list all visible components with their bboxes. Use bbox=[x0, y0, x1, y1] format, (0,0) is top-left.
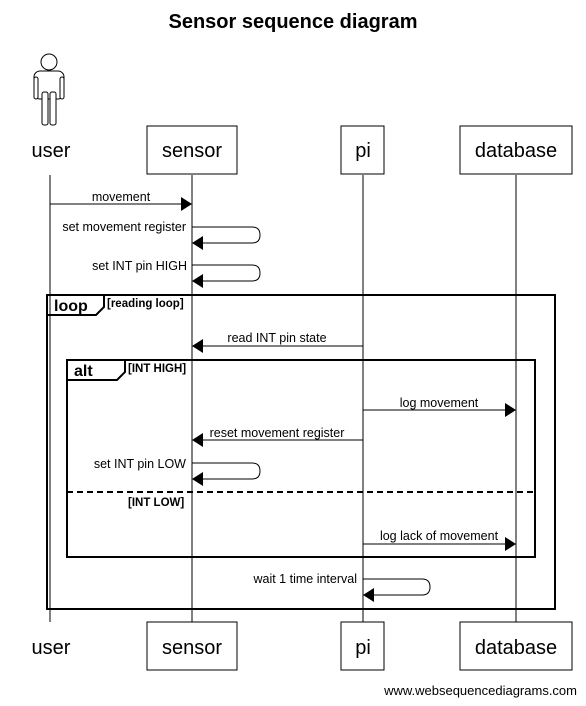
participant-sensor-bottom: sensor bbox=[162, 637, 222, 659]
message-log-movement: log movement bbox=[363, 396, 516, 417]
participant-database-top-box bbox=[459, 125, 573, 175]
participant-sensor-top: sensor bbox=[162, 140, 222, 162]
svg-text:reset movement register: reset movement register bbox=[210, 426, 345, 440]
message-read-int-pin-state: read INT pin state bbox=[192, 331, 363, 353]
participant-user-top: user bbox=[32, 140, 71, 162]
alt-frame-condition-low: [INT LOW] bbox=[128, 497, 184, 509]
message-reset-movement-register: reset movement register bbox=[192, 426, 363, 447]
svg-text:set INT pin HIGH: set INT pin HIGH bbox=[92, 259, 187, 273]
svg-text:set INT pin LOW: set INT pin LOW bbox=[94, 457, 186, 471]
svg-text:read INT pin state: read INT pin state bbox=[227, 331, 326, 345]
svg-text:movement: movement bbox=[92, 190, 151, 204]
participant-pi-bottom: pi bbox=[355, 637, 371, 659]
alt-frame-tag: alt bbox=[74, 363, 93, 380]
participant-pi-top: pi bbox=[355, 140, 371, 162]
participant-sensor-bottom-box bbox=[146, 621, 238, 671]
participant-pi-bottom-box bbox=[340, 621, 385, 671]
participant-pi-top-box bbox=[340, 125, 385, 175]
alt-frame: alt [INT HIGH] [INT LOW] bbox=[66, 359, 536, 558]
loop-frame-tag: loop bbox=[54, 298, 88, 315]
message-movement: movement bbox=[50, 190, 192, 211]
message-set-int-pin-high: set INT pin HIGH bbox=[92, 259, 261, 288]
participant-sensor-top-box bbox=[146, 125, 238, 175]
loop-frame: loop [reading loop] bbox=[46, 294, 556, 610]
message-set-movement-register: set movement register bbox=[62, 220, 261, 250]
svg-text:set movement register: set movement register bbox=[62, 220, 186, 234]
participant-database-bottom-box bbox=[459, 621, 573, 671]
diagram-title: Sensor sequence diagram bbox=[169, 11, 418, 33]
svg-text:log lack of movement: log lack of movement bbox=[380, 529, 499, 543]
participant-user-bottom: user bbox=[32, 637, 71, 659]
alt-frame-condition-high: [INT HIGH] bbox=[128, 363, 186, 375]
loop-frame-condition: [reading loop] bbox=[107, 298, 184, 310]
message-set-int-pin-low: set INT pin LOW bbox=[94, 457, 261, 486]
participant-database-bottom: database bbox=[475, 637, 557, 659]
user-actor-icon bbox=[33, 53, 65, 126]
participant-database-top: database bbox=[475, 140, 557, 162]
svg-text:wait 1 time interval: wait 1 time interval bbox=[252, 572, 357, 586]
watermark-link[interactable]: www.websequencediagrams.com bbox=[383, 683, 577, 698]
svg-text:log movement: log movement bbox=[400, 396, 479, 410]
message-log-lack-of-movement: log lack of movement bbox=[363, 529, 516, 551]
message-wait-1-time-interval: wait 1 time interval bbox=[252, 572, 431, 602]
